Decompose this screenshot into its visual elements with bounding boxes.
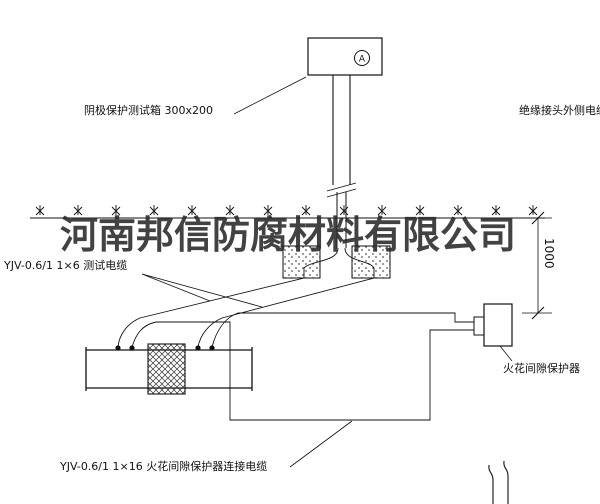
- insulation-joint-cable-label: 绝缘接头外侧电缆: [519, 104, 600, 117]
- dimension-text: 1000: [542, 238, 556, 269]
- cable-terminals: [115, 345, 215, 351]
- test-cable-leader: [141, 273, 263, 308]
- test-cable-right: [197, 247, 375, 348]
- riser-conduit: [326, 75, 357, 248]
- insulating-joint: [147, 343, 186, 395]
- leader-lines: [141, 76, 513, 468]
- spark-protector-leader: [499, 345, 513, 362]
- dimension-1000: [522, 211, 552, 320]
- concrete-blocks: [282, 245, 391, 279]
- spark-gap-protector: [473, 303, 513, 347]
- protector-cable-lower: [131, 321, 474, 421]
- pipe-break-symbol: [488, 460, 509, 504]
- test-cable-left: [117, 247, 339, 348]
- dimension-ticks: [531, 211, 545, 320]
- test-cable-label: YJV-0.6/1 1×6 测试电缆: [4, 259, 128, 272]
- meter-letter: A: [359, 55, 366, 65]
- test-box-label: 阴极保护测试箱 300x200: [84, 104, 213, 117]
- conduit-break-symbol: [326, 182, 357, 198]
- protector-cable-leader: [289, 420, 353, 468]
- test-box-leader: [233, 76, 307, 115]
- protector-cable-upper: [211, 312, 474, 348]
- protector-cable-label: YJV-0.6/1 1×16 火花间隙保护器连接电缆: [60, 460, 268, 473]
- company-watermark: 河南邦信防腐材料有限公司: [60, 212, 517, 257]
- pipe-end-caps: [85, 347, 253, 391]
- protector-cables: [131, 312, 474, 421]
- spark-protector-label: 火花间隙保护器: [503, 362, 580, 375]
- meter-circle: [354, 50, 370, 66]
- concrete-block-right: [351, 245, 391, 279]
- test-cables: [117, 247, 375, 348]
- concrete-block-left: [282, 245, 321, 279]
- pipeline: [85, 343, 253, 395]
- test-box: A: [307, 37, 383, 76]
- dimension-extension-lines: [522, 217, 552, 314]
